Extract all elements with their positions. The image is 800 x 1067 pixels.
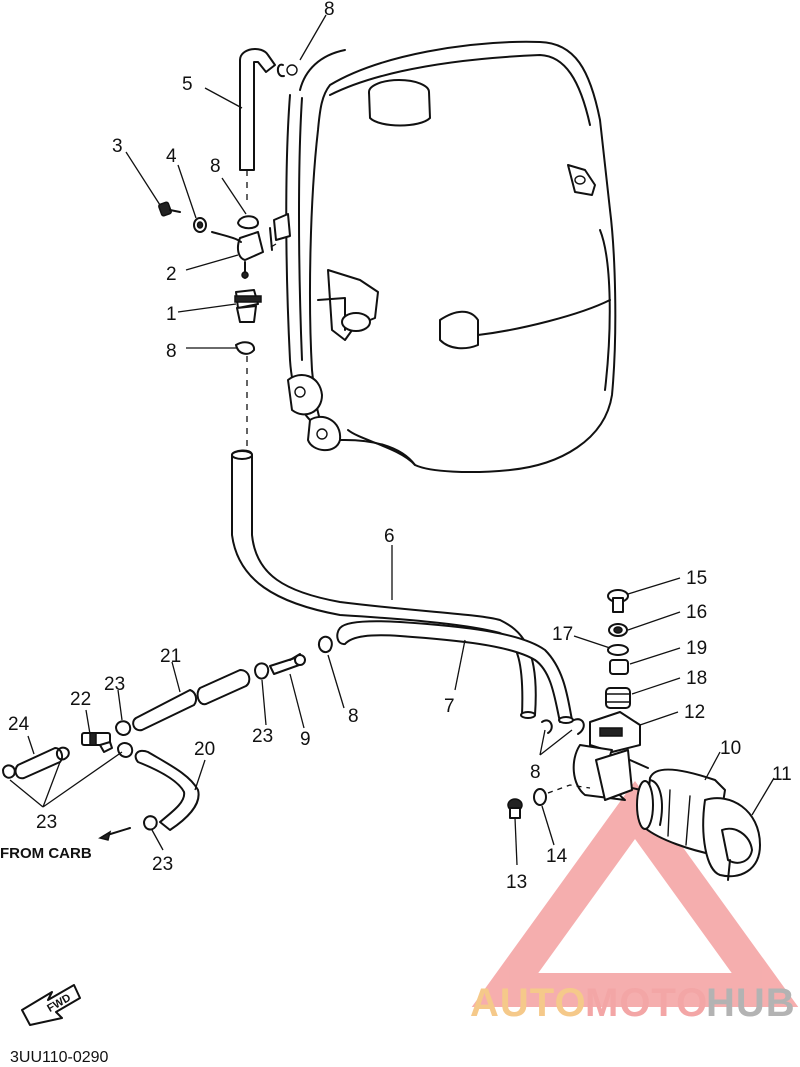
callout-23-b: 23 — [104, 674, 125, 695]
callout-1: 1 — [166, 304, 177, 325]
watermark-auto: AUTO — [470, 981, 587, 1025]
washer-14 — [533, 788, 547, 806]
callout-8-petcock-top: 8 — [210, 156, 221, 177]
callout-24: 24 — [8, 714, 30, 735]
callout-23-d: 23 — [152, 854, 173, 875]
fuel-petcock-1 — [234, 261, 262, 323]
callout-16: 16 — [686, 602, 707, 623]
callout-15: 15 — [686, 568, 707, 589]
callout-5: 5 — [182, 74, 193, 95]
callout-8-petcock-bottom: 8 — [166, 341, 177, 362]
fwd-arrow-icon: FWD — [21, 984, 81, 1026]
hose-20 — [134, 749, 200, 831]
watermark-triangle — [471, 780, 799, 1007]
callout-10: 10 — [720, 738, 741, 759]
bolt-3 — [158, 201, 181, 217]
callout-19: 19 — [686, 638, 707, 659]
callout-13: 13 — [506, 872, 527, 893]
clamp-23-b — [115, 720, 134, 758]
bolt-13 — [507, 798, 523, 819]
callout-7: 7 — [444, 696, 455, 717]
callout-17: 17 — [552, 624, 573, 645]
clamp-8-mid — [318, 635, 333, 654]
fuel-hose-7 — [336, 620, 574, 724]
washer-17 — [607, 644, 629, 656]
callout-3: 3 — [112, 136, 123, 157]
fuel-hose-6 — [231, 449, 537, 719]
callout-14: 14 — [546, 846, 568, 867]
watermark-logo — [471, 780, 799, 1007]
callout-6: 6 — [384, 526, 395, 547]
callout-2: 2 — [166, 264, 177, 285]
fuel-tank — [285, 40, 617, 474]
callout-23-c: 23 — [36, 812, 57, 833]
clamp-8-upper — [237, 215, 259, 230]
nut-16 — [608, 623, 628, 637]
clamp-23-d — [98, 815, 158, 841]
watermark-hub: HUB — [706, 981, 796, 1025]
fitting-9 — [269, 653, 306, 675]
diagram-code: 3UU110-0290 — [10, 1049, 109, 1066]
callout-8-top: 8 — [324, 0, 335, 20]
callout-23-a: 23 — [252, 726, 273, 747]
callout-20: 20 — [194, 739, 215, 760]
callout-8-mid: 8 — [348, 706, 359, 727]
watermark-moto: MOTO — [585, 981, 708, 1025]
callout-12: 12 — [684, 702, 705, 723]
pump-cover-11 — [702, 797, 761, 881]
callout-11: 11 — [772, 764, 792, 785]
breather-hose — [239, 48, 276, 171]
clamp-23-a — [254, 662, 270, 680]
callout-8-pump: 8 — [530, 762, 541, 783]
damper-18 — [605, 687, 631, 709]
screw-15 — [607, 589, 629, 613]
leader-lines — [9, 14, 775, 866]
pump-bracket-12 — [572, 711, 651, 801]
collar-19 — [609, 659, 629, 675]
hose-clamp-top — [276, 63, 298, 78]
clamp-8-pump — [541, 718, 585, 735]
callout-21: 21 — [160, 646, 181, 667]
callout-22: 22 — [70, 689, 91, 710]
clamp-23-c — [2, 746, 70, 779]
watermark-wordmark: AUTO MOTO HUB — [470, 981, 796, 1025]
t-joint-22 — [81, 732, 113, 753]
clamp-8-lower — [235, 341, 256, 355]
callout-9: 9 — [300, 729, 311, 750]
callout-labels: 8 5 3 4 8 2 1 8 6 7 8 9 23 21 22 23 24 2… — [8, 0, 792, 893]
washer-4 — [193, 217, 207, 233]
holder-2 — [211, 213, 291, 261]
callout-4: 4 — [166, 146, 177, 167]
from-carb-label: FROM CARB — [0, 845, 92, 862]
hose-21 — [132, 669, 251, 732]
callout-18: 18 — [686, 668, 707, 689]
